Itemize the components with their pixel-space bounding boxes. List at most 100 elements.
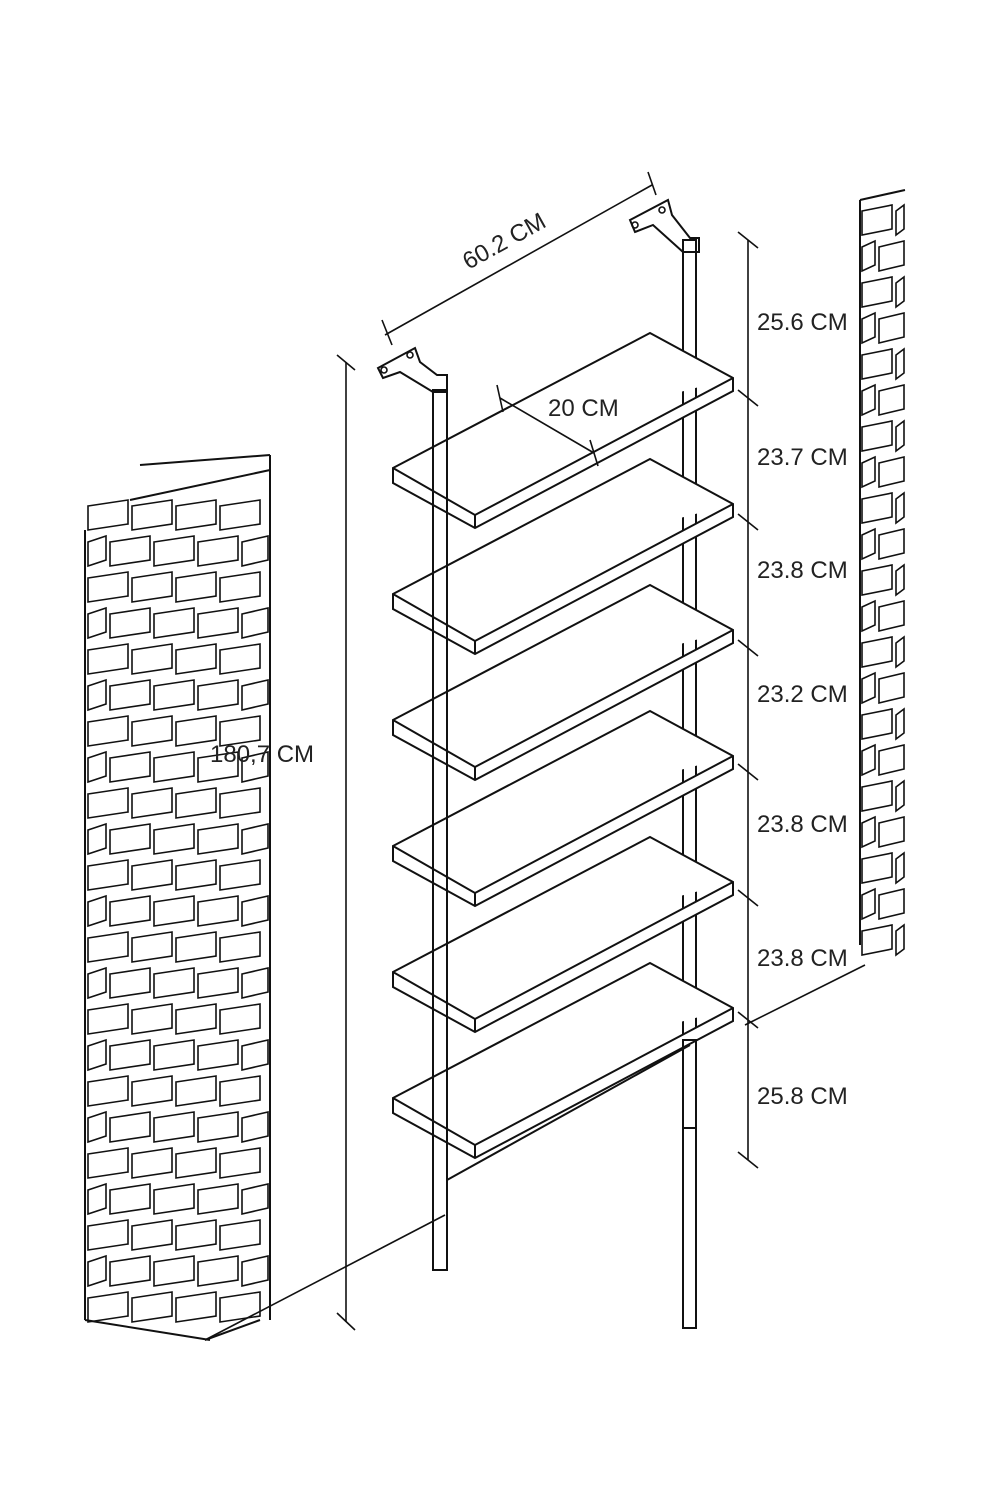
wall-bracket-rear	[628, 198, 700, 253]
brick	[87, 571, 129, 603]
width-label: 60.2 CM	[458, 208, 550, 276]
brick	[197, 1111, 239, 1143]
brick	[241, 1038, 269, 1072]
brick	[109, 535, 151, 567]
shelf-board	[392, 457, 734, 656]
spacing-label: 23.7 CM	[757, 444, 848, 471]
brick	[87, 787, 129, 819]
brick	[131, 1075, 173, 1107]
brick	[175, 1147, 217, 1179]
brick	[219, 859, 261, 891]
brick	[219, 1075, 261, 1107]
brick	[87, 750, 107, 784]
brick	[878, 311, 905, 345]
brick	[87, 1003, 129, 1035]
brick	[241, 750, 269, 784]
brick	[87, 1038, 107, 1072]
brick	[109, 967, 151, 999]
brick	[861, 239, 876, 273]
brick	[878, 239, 905, 273]
spacing-tick	[737, 889, 759, 907]
floor-line-left	[204, 1214, 446, 1341]
brick	[175, 1075, 217, 1107]
brick	[241, 1110, 269, 1144]
front-post	[432, 389, 448, 1271]
brick	[895, 491, 905, 525]
brick	[197, 895, 239, 927]
brick	[878, 815, 905, 849]
brick	[861, 455, 876, 489]
brick	[131, 499, 173, 531]
brick	[861, 527, 876, 561]
brick	[175, 1219, 217, 1251]
brick	[197, 967, 239, 999]
brick	[241, 606, 269, 640]
brick	[109, 823, 151, 855]
brick	[861, 780, 893, 812]
floor-line-right	[744, 964, 866, 1026]
brick	[861, 383, 876, 417]
brick	[131, 571, 173, 603]
brick	[153, 1183, 195, 1215]
brick	[197, 535, 239, 567]
brick	[153, 607, 195, 639]
depth-label: 20 CM	[548, 395, 619, 422]
right-brick-wall	[859, 189, 906, 957]
brick	[861, 852, 893, 884]
brick	[895, 707, 905, 741]
wall-bracket-front	[376, 346, 448, 393]
brick	[219, 571, 261, 603]
brick	[219, 787, 261, 819]
brick	[861, 204, 893, 236]
brick	[895, 419, 905, 453]
spacing-label: 23.2 CM	[757, 681, 848, 708]
brick	[153, 1039, 195, 1071]
shelf-board	[392, 331, 734, 530]
brick	[153, 1111, 195, 1143]
height-dimension: 180,7 CM	[210, 354, 356, 1331]
brick	[131, 643, 173, 675]
brick	[87, 678, 107, 712]
brick	[861, 636, 893, 668]
brick	[878, 527, 905, 561]
bottom-rail	[446, 1044, 691, 1181]
brick	[87, 499, 129, 531]
brick	[219, 1003, 261, 1035]
brick	[109, 1039, 151, 1071]
brick	[861, 599, 876, 633]
brick	[861, 708, 893, 740]
shelf-board	[392, 835, 734, 1034]
brick	[109, 1183, 151, 1215]
spacing-tick	[737, 231, 759, 249]
spacing-tick	[737, 1151, 759, 1169]
brick	[131, 1147, 173, 1179]
spacing-tick	[737, 1011, 759, 1029]
brick	[87, 1110, 107, 1144]
brick	[87, 859, 129, 891]
brick	[87, 894, 107, 928]
brick	[861, 276, 893, 308]
brick	[153, 823, 195, 855]
rear-foot	[682, 1039, 697, 1129]
brick	[109, 751, 151, 783]
brick	[131, 931, 173, 963]
brick	[861, 492, 893, 524]
brick	[175, 787, 217, 819]
shelf-board	[392, 709, 734, 908]
brick	[895, 635, 905, 669]
brick	[109, 679, 151, 711]
brick	[219, 499, 261, 531]
brick	[87, 1219, 129, 1251]
brick	[87, 966, 107, 1000]
brick	[87, 931, 129, 963]
brick	[861, 671, 876, 705]
brick	[87, 1075, 129, 1107]
brick	[87, 606, 107, 640]
spacing-tick	[737, 389, 759, 407]
brick	[895, 779, 905, 813]
brick	[197, 607, 239, 639]
brick	[878, 599, 905, 633]
width-dimension: 60.2 CM	[381, 171, 657, 346]
brick	[175, 859, 217, 891]
